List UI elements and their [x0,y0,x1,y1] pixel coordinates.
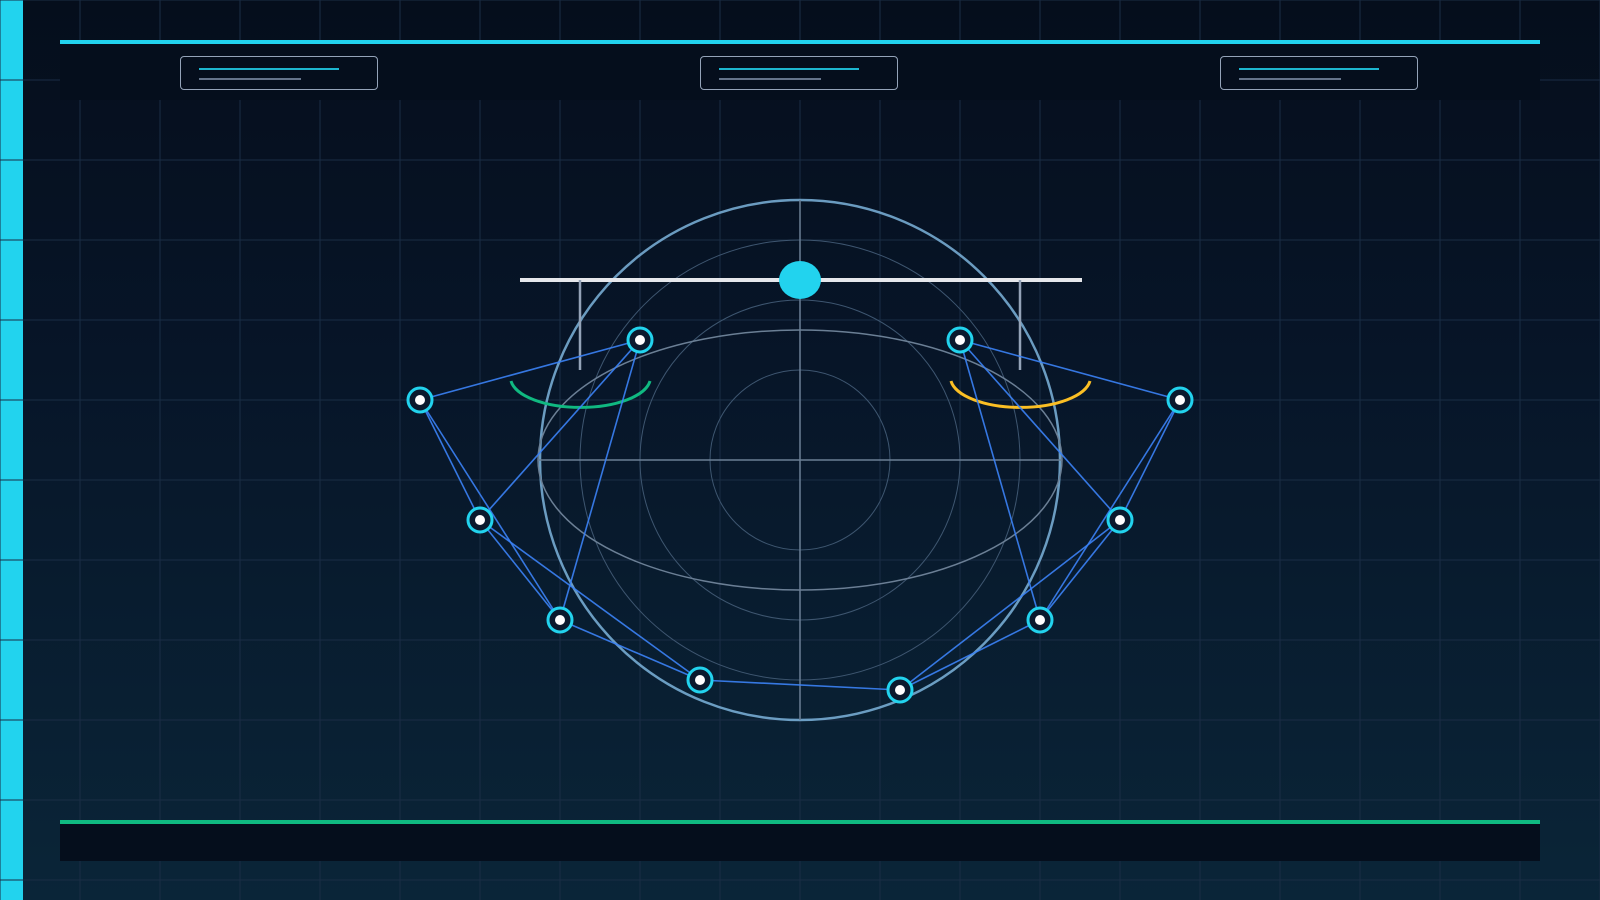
graph-node[interactable] [466,506,494,534]
graph-node[interactable] [406,386,434,414]
node-core [415,395,425,405]
graph-node[interactable] [1166,386,1194,414]
left-accent-bar [0,0,23,900]
bottom-hud-bar [60,824,1540,861]
top-panel-right[interactable] [1220,56,1418,90]
graph-edge [899,519,1121,691]
top-hud-bar [60,40,1540,100]
graph-edge [419,399,561,621]
panel-line-secondary [719,78,821,80]
node-core [635,335,645,345]
panel-line-primary [719,68,859,70]
node-core [955,335,965,345]
graph-edge [899,619,1041,691]
graph-edge [479,519,561,621]
graph-node[interactable] [686,666,714,694]
beam-pivot-knob[interactable] [779,261,821,299]
node-core [475,515,485,525]
graph-node[interactable] [946,326,974,354]
graph-node[interactable] [1106,506,1134,534]
graph-edge [479,519,701,681]
panel-line-primary [1239,68,1379,70]
graph-edge [559,339,641,621]
graph-node[interactable] [546,606,574,634]
graph-edge [959,339,1181,401]
graph-edge [479,339,641,521]
graph-edge [419,339,641,401]
panel-line-primary [199,68,339,70]
graph-node[interactable] [626,326,654,354]
graph-edge [1039,399,1181,621]
graph-node[interactable] [886,676,914,704]
node-core [1115,515,1125,525]
right-balance-arc [949,380,1092,409]
top-accent-line [60,40,1540,44]
node-core [895,685,905,695]
node-core [555,615,565,625]
graph-edge [959,339,1121,521]
graph-node[interactable] [1026,606,1054,634]
top-panel-center[interactable] [700,56,898,90]
graph-edge [1119,399,1181,521]
top-panel-left[interactable] [180,56,378,90]
left-balance-arc [509,380,652,409]
graph-edge [559,619,701,681]
graph-edges [419,339,1181,691]
sphere-globe [537,198,1063,722]
panel-line-secondary [199,78,301,80]
bottom-accent-line [60,820,1540,824]
graph-edge [959,339,1041,621]
node-core [695,675,705,685]
node-core [1035,615,1045,625]
balance-beam [520,261,1082,370]
graph-nodes[interactable] [406,326,1194,704]
graph-edge [419,399,481,521]
node-core [1175,395,1185,405]
panel-line-secondary [1239,78,1341,80]
graph-edge [699,679,901,691]
graph-edge [1039,519,1121,621]
